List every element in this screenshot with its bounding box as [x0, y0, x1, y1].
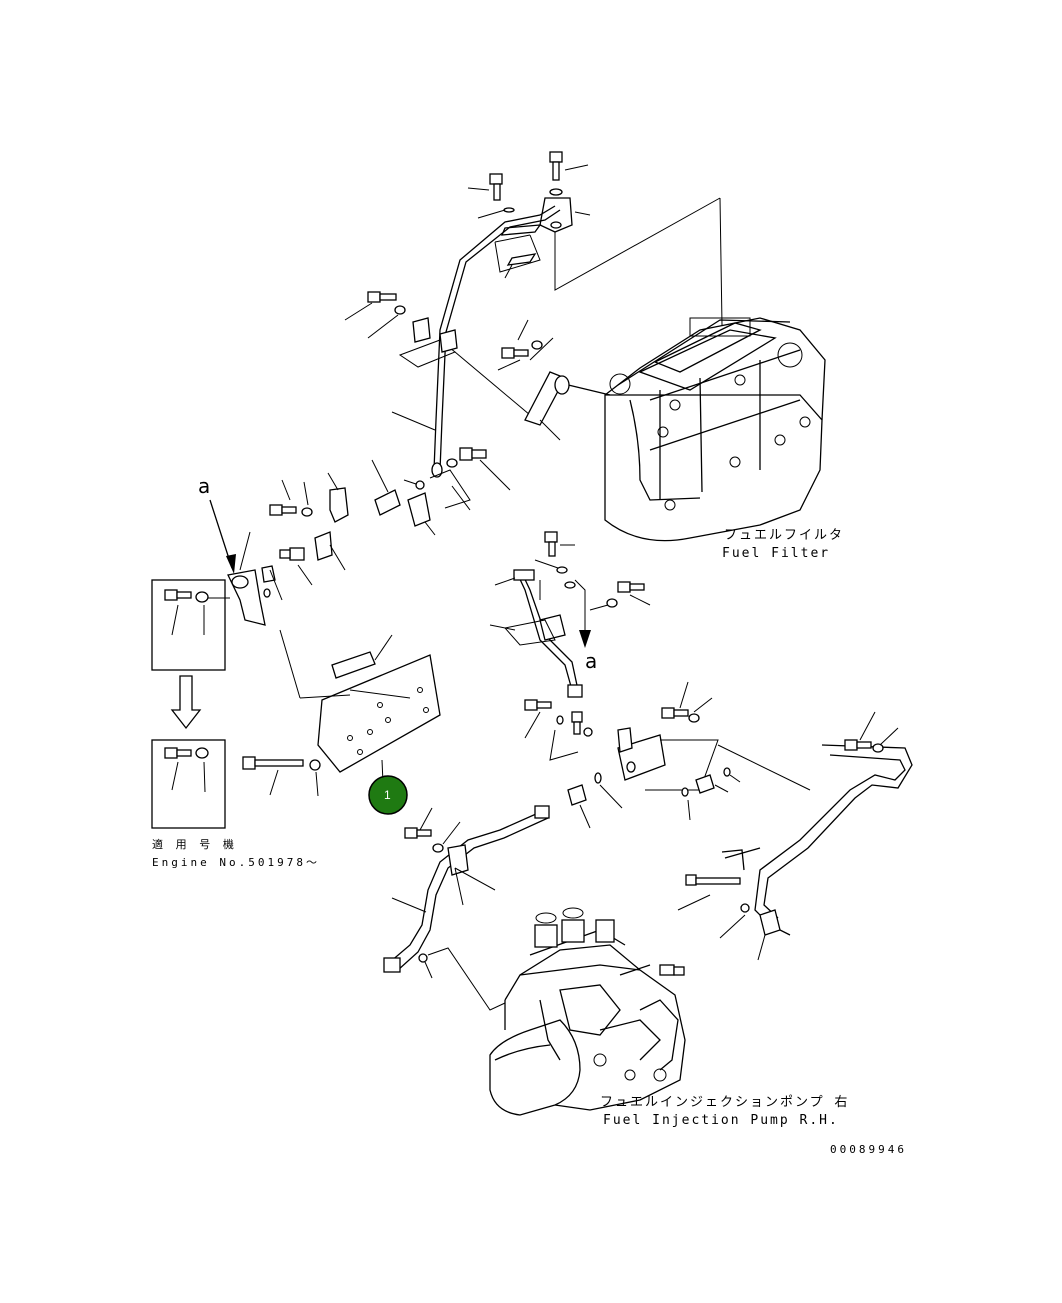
tube-clamp-upper	[344, 291, 531, 416]
fuel-filter-drawing	[559, 317, 826, 542]
engine-number-label: Engine No.501978～	[152, 856, 320, 869]
long-bolt-left	[242, 756, 321, 797]
reference-a-mid: a	[585, 649, 597, 673]
applicable-label-jp: 適 用 号 機	[152, 837, 237, 851]
bracket-plate-part-1	[279, 629, 441, 784]
alternative-parts-box-top	[151, 579, 230, 671]
reference-a-top: a	[198, 474, 210, 498]
pump-label-en: Fuel Injection Pump R.H.	[603, 1113, 839, 1128]
fuel-filter-label-en: Fuel Filter	[722, 546, 830, 561]
alternative-parts-box-bottom	[151, 739, 226, 829]
connector-group-middle	[524, 681, 811, 829]
callout-1[interactable]: 1	[368, 775, 408, 815]
fuel-injection-pump-drawing	[489, 907, 686, 1116]
fuel-tube-right	[677, 711, 913, 961]
fuel-tube-lower	[383, 805, 550, 1011]
banjo-fitting-left	[227, 531, 283, 626]
callout-1-number: 1	[384, 788, 391, 802]
top-clamp-group	[467, 151, 591, 279]
leader-lines	[554, 197, 723, 326]
fuel-tube-upper	[433, 205, 556, 471]
drawing-number: 00089946	[830, 1143, 907, 1156]
fuel-tube-middle	[489, 531, 651, 698]
arrow-down-icon	[170, 675, 202, 730]
fuel-filter-label-jp: フュエルフイルタ	[724, 528, 844, 543]
fuel-tube-upper-edge	[439, 209, 561, 471]
pump-label-jp: フュエルインジェクションポンプ 右	[600, 1095, 849, 1110]
connector-group-upper-left	[269, 447, 511, 586]
callout-1-circle	[368, 775, 408, 815]
filter-bracket	[497, 319, 570, 441]
